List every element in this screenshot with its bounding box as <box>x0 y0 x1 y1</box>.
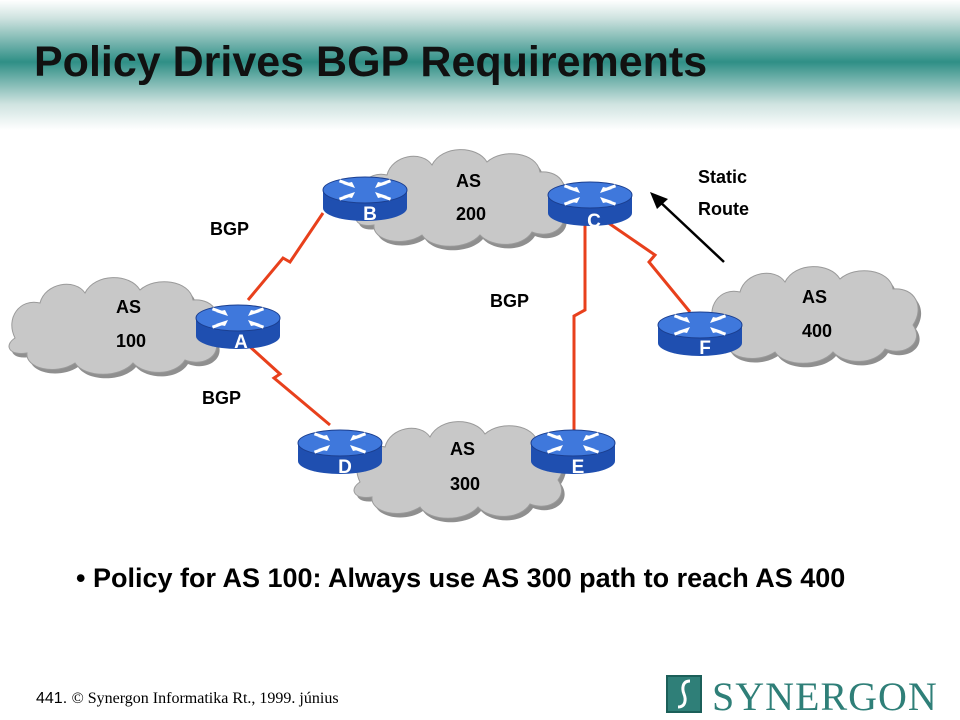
bgp-label-ab: BGP <box>210 219 249 239</box>
cloud-as400 <box>708 266 922 368</box>
link-c-f <box>606 220 692 313</box>
as100-label-line1: AS <box>116 297 141 317</box>
bgp-label-ce: BGP <box>490 291 529 311</box>
footer: 441. © Synergon Informatika Rt., 1999. j… <box>36 690 339 708</box>
as300-label-line1: AS <box>450 439 475 459</box>
synergon-logo: SYNERGON <box>666 674 946 719</box>
router-d-label: D <box>338 457 352 478</box>
as100-label-line2: 100 <box>116 331 146 351</box>
link-a-b <box>246 212 325 301</box>
as200-label-line2: 200 <box>456 204 486 224</box>
as300-label-line2: 300 <box>450 474 480 494</box>
router-b-label: B <box>363 204 377 225</box>
slide-number: 441. <box>36 690 68 707</box>
static-route-label-line1: Static <box>698 167 747 187</box>
copyright-text: © Synergon Informatika Rt., 1999. június <box>71 690 339 707</box>
as400-label-line1: AS <box>802 287 827 307</box>
policy-text: Policy for AS 100: Always use AS 300 pat… <box>92 563 846 593</box>
link-c-e <box>572 225 587 430</box>
network-diagram: B C A F D E AS 200 AS 100 AS 300 AS 400 … <box>8 149 922 523</box>
router-f-label: F <box>699 338 711 359</box>
static-route-label-line2: Route <box>698 199 749 219</box>
router-e-label: E <box>572 457 585 478</box>
cloud-as300 <box>353 421 567 523</box>
slide-title: Policy Drives BGP Requirements <box>34 38 708 86</box>
bgp-label-ad: BGP <box>202 388 241 408</box>
cloud-as100 <box>8 277 222 379</box>
link-a-d <box>246 343 331 427</box>
router-a-label: A <box>234 332 248 353</box>
header-band <box>0 0 960 130</box>
router-c-label: C <box>587 211 601 232</box>
as400-label-line2: 400 <box>802 321 832 341</box>
as200-label-line1: AS <box>456 171 481 191</box>
logo-text: SYNERGON <box>712 674 938 719</box>
policy-bullet: • Policy for AS 100: Always use AS 300 p… <box>76 563 846 593</box>
static-route-arrow <box>650 192 725 263</box>
logo-mark-icon <box>666 675 702 713</box>
